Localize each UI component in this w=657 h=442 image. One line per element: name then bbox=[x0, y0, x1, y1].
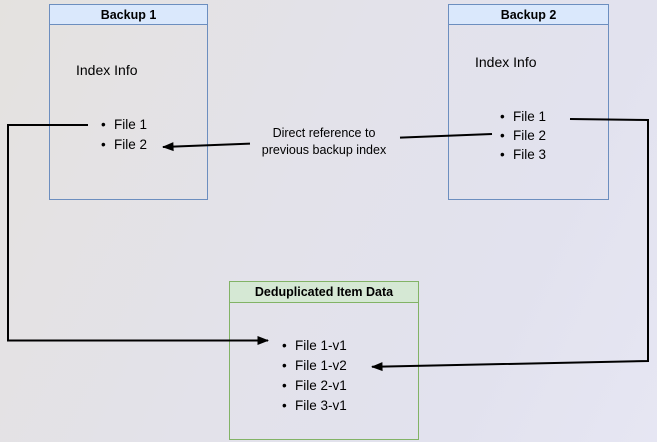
backup2-file-list: File 1 File 2 File 3 bbox=[500, 107, 546, 164]
list-item: File 2-v1 bbox=[282, 376, 347, 396]
backup1-box: Backup 1 Index Info File 1 File 2 bbox=[49, 4, 208, 200]
direct-reference-label-line2: previous backup index bbox=[261, 143, 387, 157]
backup1-header: Backup 1 bbox=[50, 5, 207, 25]
list-item: File 1 bbox=[500, 107, 546, 126]
dedup-box: Deduplicated Item Data File 1-v1 File 1-… bbox=[229, 281, 419, 440]
backup2-header: Backup 2 bbox=[449, 5, 608, 25]
list-item: File 1-v2 bbox=[282, 356, 347, 376]
list-item: File 1-v1 bbox=[282, 336, 347, 356]
dedup-header: Deduplicated Item Data bbox=[230, 282, 418, 303]
dedup-file-list: File 1-v1 File 1-v2 File 2-v1 File 3-v1 bbox=[282, 336, 347, 416]
backup2-box: Backup 2 Index Info File 1 File 2 File 3 bbox=[448, 4, 609, 200]
backup1-title: Backup 1 bbox=[100, 7, 157, 22]
list-item: File 1 bbox=[101, 115, 147, 135]
direct-reference-label: Direct reference to previous backup inde… bbox=[262, 125, 386, 159]
dedup-title: Deduplicated Item Data bbox=[254, 285, 394, 299]
list-item: File 2 bbox=[500, 126, 546, 145]
list-item: File 3 bbox=[500, 145, 546, 164]
backup1-index-info-label: Index Info bbox=[76, 62, 138, 78]
list-item: File 3-v1 bbox=[282, 396, 347, 416]
backup1-file-list: File 1 File 2 bbox=[101, 115, 147, 155]
backup2-title: Backup 2 bbox=[500, 7, 557, 22]
backup2-index-info-label: Index Info bbox=[475, 54, 537, 70]
direct-reference-label-line1: Direct reference to bbox=[272, 126, 376, 140]
list-item: File 2 bbox=[101, 135, 147, 155]
